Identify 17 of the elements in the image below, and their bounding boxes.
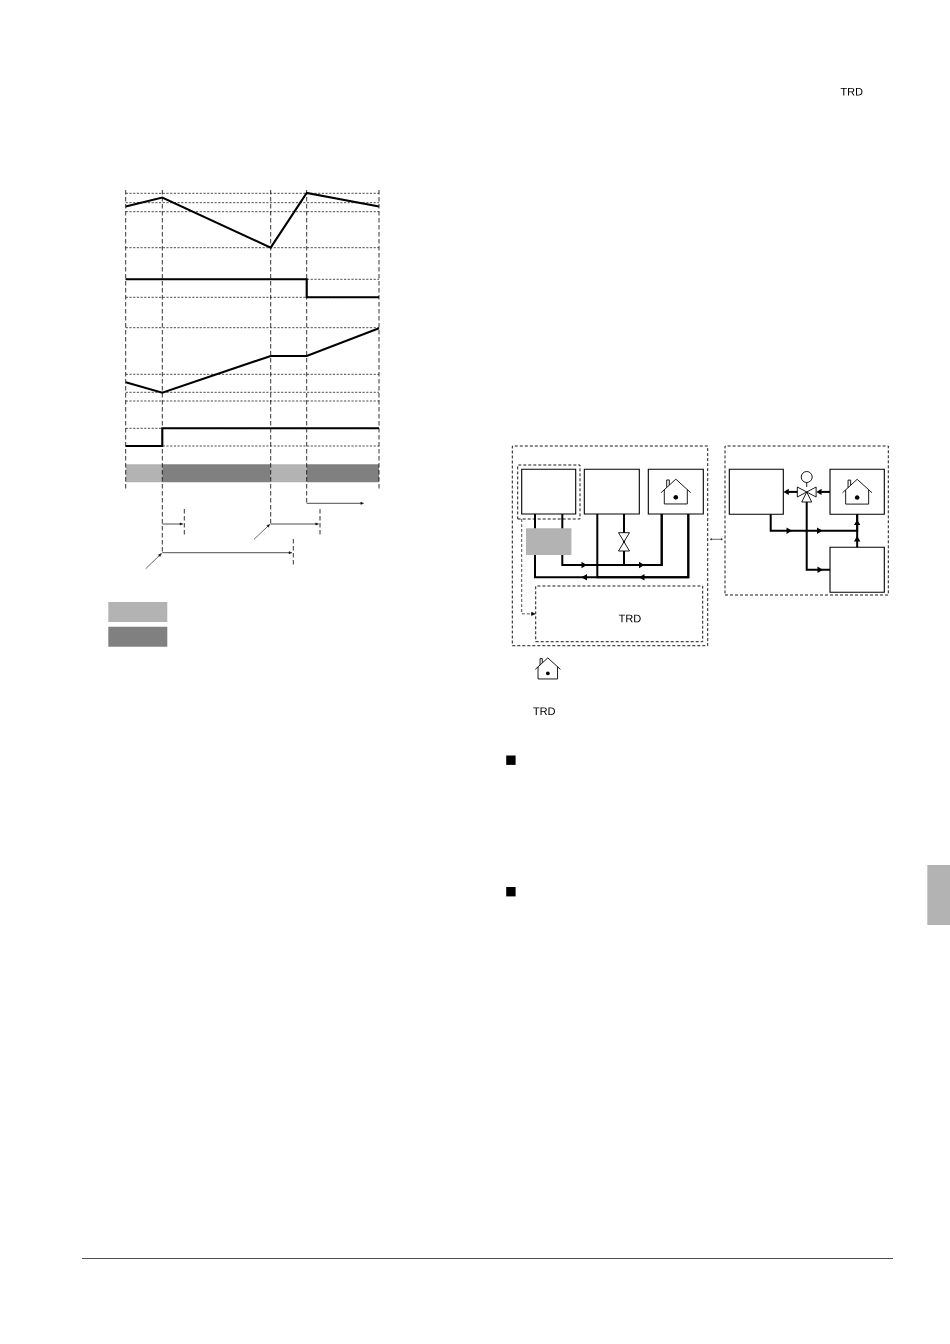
unit-box xyxy=(728,468,784,515)
unit-box xyxy=(829,546,885,593)
pipe-line xyxy=(596,513,690,581)
unit-box xyxy=(829,468,885,515)
unit-box xyxy=(583,468,640,515)
system-frame xyxy=(724,445,889,596)
pipe-line xyxy=(561,513,564,530)
signal-arrow xyxy=(521,518,536,616)
double-arrow xyxy=(710,538,723,541)
shaded-block xyxy=(526,528,572,555)
system-frame xyxy=(511,445,709,647)
text-label: TRD xyxy=(533,707,555,715)
text-label: TRD xyxy=(840,87,863,96)
three-way-valve xyxy=(796,471,817,503)
pipe-line xyxy=(534,513,536,530)
dashed-box: TRD xyxy=(535,585,704,643)
unit-box xyxy=(647,468,704,515)
